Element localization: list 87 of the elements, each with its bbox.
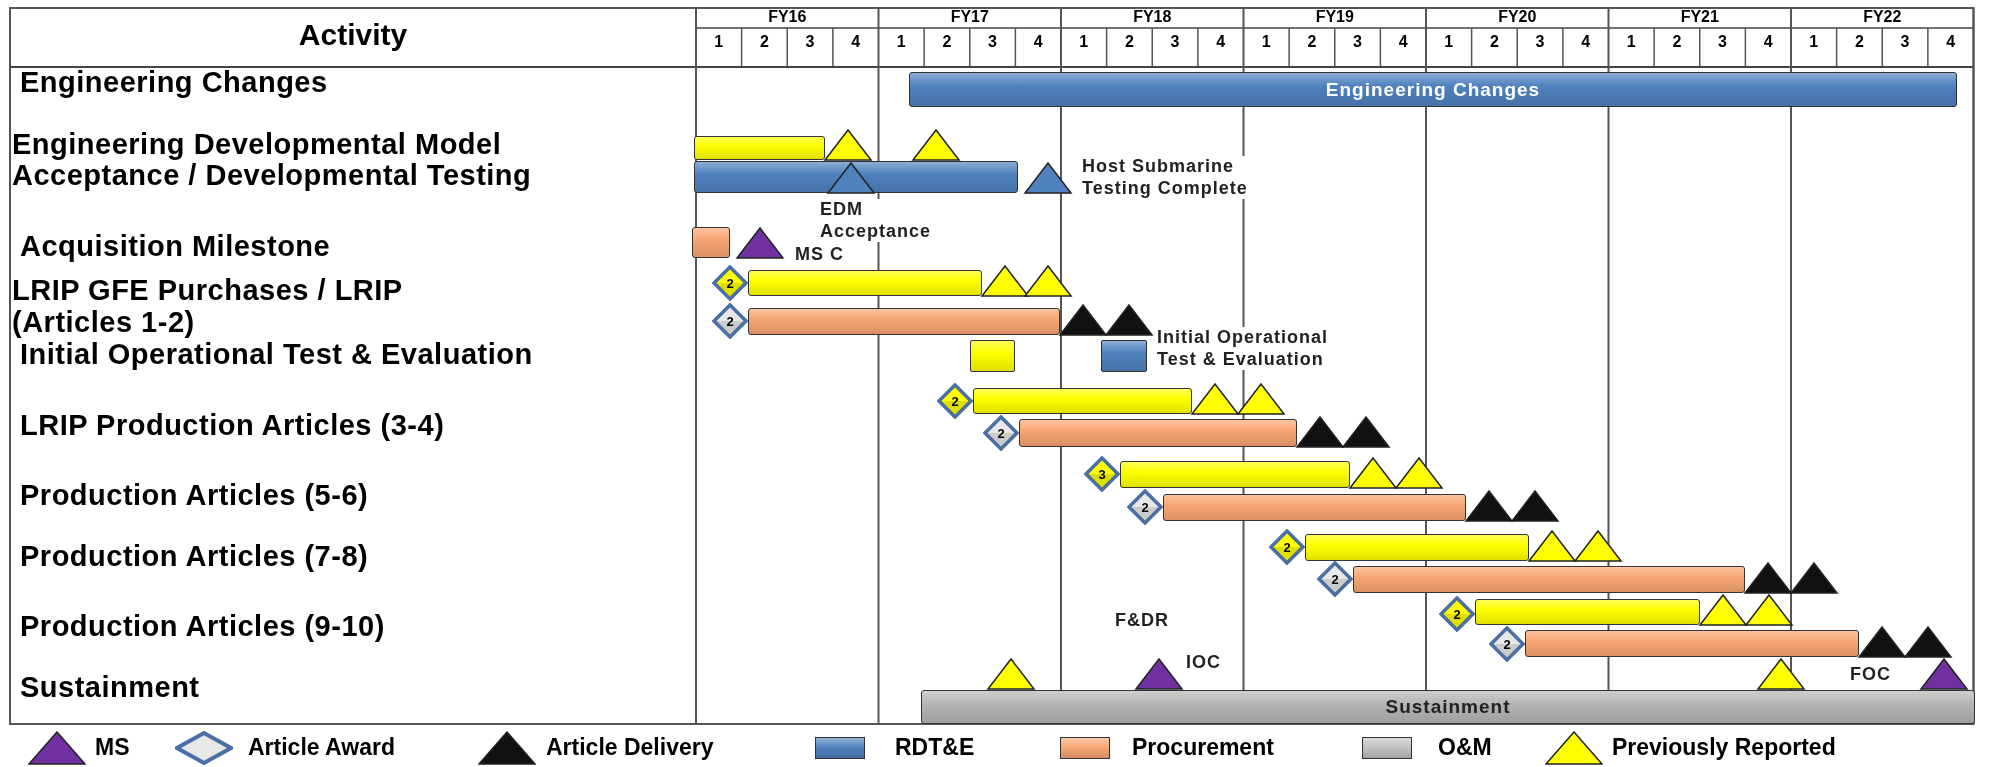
activity-label: Acquisition Milestone xyxy=(20,229,332,264)
award-diamond xyxy=(1489,626,1525,662)
quarter-label: 2 xyxy=(759,33,770,52)
activity-label: Initial Operational Test & Evaluation xyxy=(20,338,534,372)
column-header: Activity xyxy=(297,18,409,53)
award-diamond xyxy=(983,415,1019,451)
fiscal-year-label: FY22 xyxy=(1862,8,1903,27)
diamond-number: 2 xyxy=(997,425,1005,441)
quarter-label: 2 xyxy=(1124,33,1135,52)
gantt-bar xyxy=(748,308,1060,335)
quarter-label: 4 xyxy=(1397,33,1409,52)
activity-label: Engineering Developmental Model Acceptance / Developmental Testing xyxy=(12,129,533,191)
quarter-label: 2 xyxy=(1671,33,1683,52)
gantt-bar xyxy=(1525,630,1859,657)
quarter-label: 3 xyxy=(804,33,816,52)
award-diamond xyxy=(1439,596,1475,632)
diamond-number: 2 xyxy=(726,275,734,291)
award-diamond xyxy=(1317,561,1353,597)
fiscal-year-label: FY18 xyxy=(1132,8,1173,27)
activity-label: LRIP Production Articles (3-4) xyxy=(20,408,446,443)
fiscal-year-label: FY20 xyxy=(1497,8,1538,27)
quarter-label: 3 xyxy=(1352,33,1363,52)
award-diamond xyxy=(712,303,748,339)
quarter-label: 1 xyxy=(1443,33,1455,52)
bar-label: Sustainment xyxy=(1385,696,1511,718)
quarter-label: 1 xyxy=(1078,33,1090,52)
diamond-number: 3 xyxy=(1098,466,1106,482)
gantt-bar xyxy=(694,161,1018,193)
legend-label: MS xyxy=(95,734,130,761)
diamond-number: 2 xyxy=(951,393,959,409)
gantt-bar xyxy=(1353,566,1745,593)
diamond-number: 2 xyxy=(726,313,734,329)
diamond-number: 2 xyxy=(1503,636,1511,652)
quarter-label: 1 xyxy=(1260,33,1272,52)
diamond-number: 2 xyxy=(1141,499,1149,515)
fiscal-year-label: FY21 xyxy=(1679,8,1720,27)
legend-label: Article Delivery xyxy=(546,734,714,761)
activity-label: Production Articles (5-6) xyxy=(20,478,370,513)
quarter-label: 3 xyxy=(1717,33,1728,52)
quarter-label: 4 xyxy=(1762,33,1774,52)
gantt-bar xyxy=(692,227,730,258)
legend-label: Article Award xyxy=(248,734,395,761)
diamond-number: 2 xyxy=(1283,539,1291,555)
activity-label: Engineering Changes xyxy=(20,65,329,100)
quarter-label: 1 xyxy=(895,33,907,52)
award-diamond xyxy=(937,383,973,419)
quarter-label: 2 xyxy=(1306,33,1318,52)
quarter-label: 4 xyxy=(850,33,862,52)
event-box xyxy=(1101,340,1147,372)
legend-label: Previously Reported xyxy=(1612,734,1836,761)
quarter-label: 1 xyxy=(713,33,725,52)
activity-label: Production Articles (7-8) xyxy=(20,539,370,574)
fiscal-year-label: FY19 xyxy=(1314,8,1355,27)
event-box xyxy=(970,340,1015,372)
award-diamond xyxy=(1084,456,1120,492)
gantt-bar xyxy=(1019,419,1297,447)
award-diamond xyxy=(1127,489,1163,525)
diamond-number: 2 xyxy=(1453,606,1461,622)
quarter-label: 3 xyxy=(1534,33,1546,52)
quarter-label: 4 xyxy=(1580,33,1592,52)
fiscal-year-label: FY17 xyxy=(949,8,990,27)
legend-label: O&M xyxy=(1438,734,1492,761)
activity-label: Production Articles (9-10) xyxy=(20,609,386,644)
activity-label: Sustainment xyxy=(20,670,201,705)
quarter-label: 1 xyxy=(1808,33,1820,52)
quarter-label: 4 xyxy=(1945,33,1957,52)
gantt-bar xyxy=(921,690,1975,724)
quarter-label: 1 xyxy=(1625,33,1637,52)
quarter-label: 2 xyxy=(1489,33,1500,52)
quarter-label: 4 xyxy=(1215,33,1227,52)
award-diamond xyxy=(1269,529,1305,565)
legend-label: Procurement xyxy=(1132,734,1274,761)
gantt-bar xyxy=(1163,494,1466,521)
quarter-label: 2 xyxy=(1854,33,1865,52)
quarter-label: 2 xyxy=(941,33,953,52)
activity-label: LRIP GFE Purchases / LRIP (Articles 1-2) xyxy=(12,274,404,338)
quarter-label: 3 xyxy=(1169,33,1181,52)
legend-label: RDT&E xyxy=(895,734,975,761)
diamond-number: 2 xyxy=(1331,571,1339,587)
quarter-label: 4 xyxy=(1032,33,1044,52)
fiscal-year-label: FY16 xyxy=(767,8,808,27)
award-diamond xyxy=(712,265,748,301)
bar-label: Engineering Changes xyxy=(1325,78,1541,101)
quarter-label: 3 xyxy=(987,33,998,52)
gantt-bar xyxy=(909,72,1957,107)
gantt-bar xyxy=(694,136,825,160)
quarter-label: 3 xyxy=(1899,33,1911,52)
